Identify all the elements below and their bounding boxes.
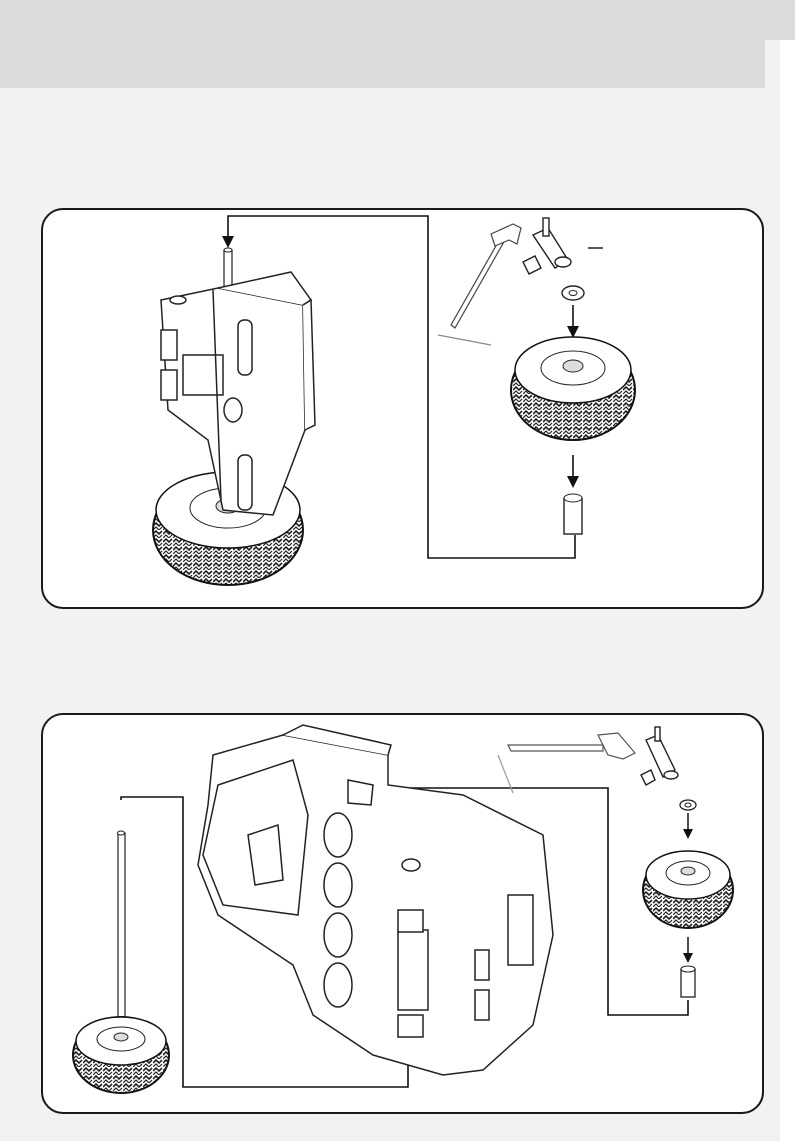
- washer-icon: [562, 286, 584, 300]
- header-tab: [765, 0, 795, 40]
- down-arrow: [683, 813, 693, 839]
- hammer-icon: [438, 224, 521, 345]
- wheel-icon: [511, 337, 635, 440]
- wheel-icon: [73, 1017, 169, 1093]
- chassis-icon: [161, 272, 315, 515]
- assembly-panel-step-a: [41, 208, 764, 609]
- spacer-icon: [564, 494, 582, 534]
- down-arrow: [567, 305, 579, 338]
- wheel-icon: [643, 851, 733, 928]
- hammer-icon: [498, 733, 635, 793]
- axle-icon: [118, 831, 126, 1033]
- assembly-illustration-b: [43, 715, 764, 1114]
- socket-wrench-icon: [641, 727, 678, 785]
- assembly-illustration-a: [43, 210, 764, 609]
- header-band: [0, 0, 765, 88]
- assembly-panel-step-b: [41, 713, 764, 1114]
- down-arrow: [683, 937, 693, 963]
- chassis-icon: [198, 725, 553, 1075]
- washer-icon: [680, 800, 696, 810]
- down-arrow: [567, 455, 579, 488]
- socket-wrench-icon: [523, 218, 603, 274]
- spacer-icon: [681, 966, 695, 997]
- page-edge: [780, 40, 795, 1141]
